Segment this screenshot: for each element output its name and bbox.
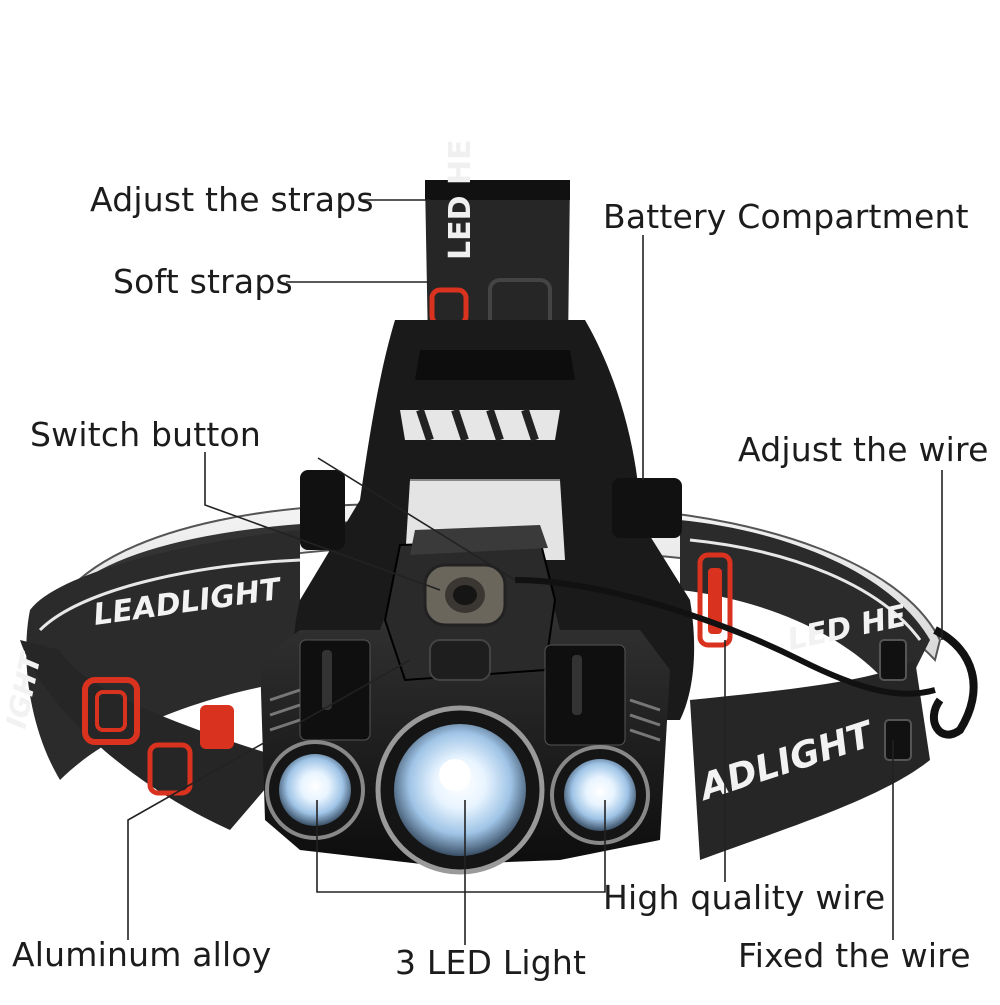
label-switch-button: Switch button	[30, 415, 262, 454]
label-high-quality-wire: High quality wire	[603, 878, 886, 917]
label-3-led-light: 3 LED Light	[395, 943, 587, 982]
led-center	[375, 705, 545, 875]
leader-3led-bracket	[316, 800, 606, 893]
label-soft-straps: Soft straps	[113, 262, 293, 301]
left-strap: LEADLIGHT IGHT	[0, 530, 301, 830]
label-adjust-wire: Adjust the wire	[738, 430, 989, 469]
label-aluminum-alloy: Aluminum alloy	[12, 935, 272, 974]
led-left	[265, 740, 365, 840]
leader-switch-button	[204, 452, 441, 591]
led-right	[550, 745, 650, 845]
label-adjust-straps: Adjust the straps	[90, 180, 374, 219]
leader-aluminum	[127, 659, 411, 940]
label-battery-compartment: Battery Compartment	[603, 197, 969, 236]
cable	[514, 577, 978, 739]
leader-lines	[127, 199, 943, 945]
leader-switch-top	[317, 457, 516, 581]
right-strap: LED HE ADLIGHT	[680, 520, 930, 860]
top-strap: LED HE	[425, 139, 570, 345]
label-fixed-wire: Fixed the wire	[738, 936, 971, 975]
top-strap-print: LED HE	[443, 139, 478, 260]
